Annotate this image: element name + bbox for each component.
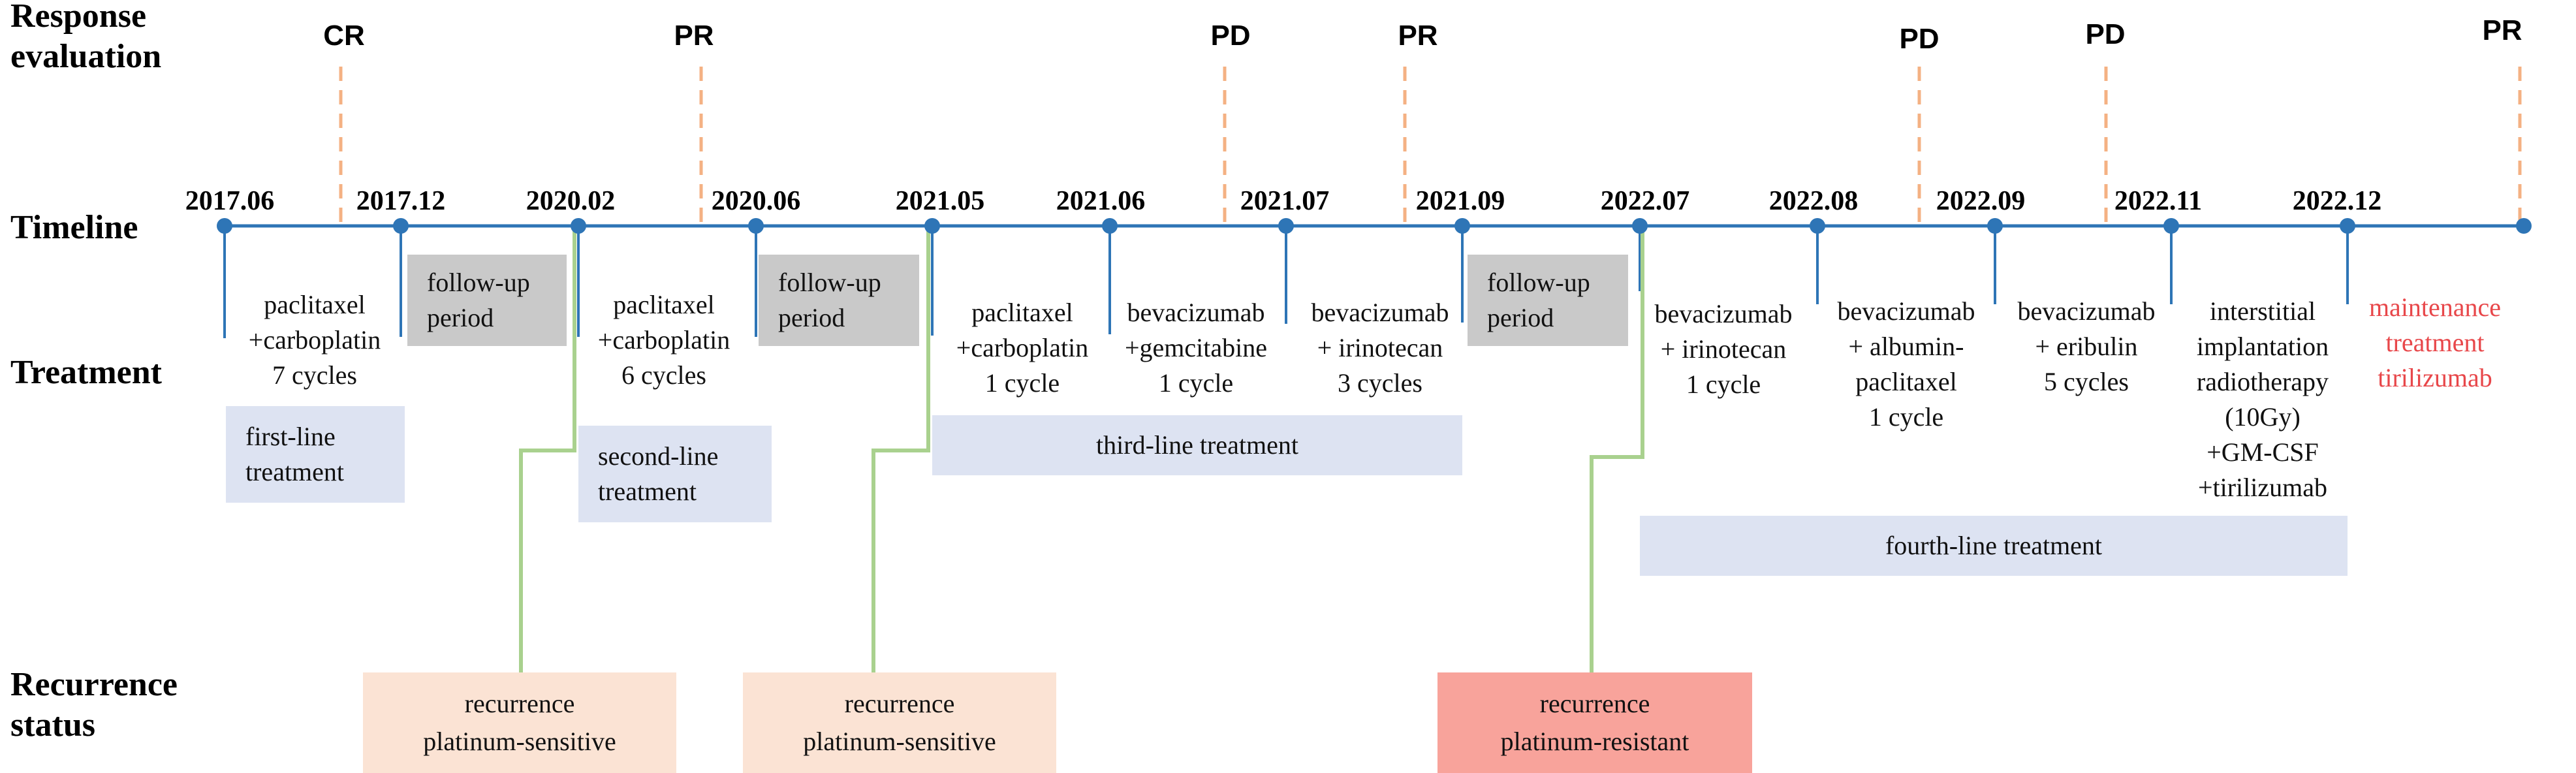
- response-pr: PR: [1398, 20, 1438, 52]
- date-label: 2021.07: [1240, 186, 1330, 216]
- row-label-treatment: Treatment: [10, 354, 162, 391]
- timeline-date-dot: [1454, 218, 1470, 234]
- treatment-text: bevacizumab + albumin- paclitaxel 1 cycl…: [1837, 296, 1975, 432]
- second-line-treatment-box: second-line treatment: [578, 426, 772, 522]
- treatment-text: paclitaxel +carboplatin 6 cycles: [597, 290, 730, 390]
- response-pr: PR: [2482, 14, 2522, 46]
- timeline-date-dot: [2340, 218, 2355, 234]
- recurrence-connector-line: [519, 226, 576, 672]
- date-label: 2021.05: [895, 186, 985, 216]
- recurrence-connector-line: [1590, 226, 1644, 672]
- follow-up-period-box: follow-up period: [1468, 255, 1628, 346]
- treatment-text: paclitaxel +carboplatin 1 cycle: [956, 298, 1089, 398]
- date-label: 2022.11: [2114, 186, 2203, 216]
- date-label: 2022.09: [1936, 186, 2026, 216]
- date-label: 2022.07: [1600, 186, 1690, 216]
- date-label: 2021.09: [1415, 186, 1505, 216]
- follow-up-period-box: follow-up period: [407, 255, 567, 346]
- timeline-date-dot: [2163, 218, 2179, 234]
- row-label-response-evaluation: Response evaluation: [10, 0, 162, 76]
- third-line-treatment-box: third-line treatment: [932, 415, 1462, 475]
- timeline-date-dot: [924, 218, 940, 234]
- timeline-date-dot: [1632, 218, 1648, 234]
- treatment-text: bevacizumab + irinotecan 1 cycle: [1654, 299, 1793, 399]
- date-label: 2022.08: [1768, 186, 1859, 216]
- recurrence-platinum-sensitive-box: recurrence platinum-sensitive: [743, 672, 1056, 773]
- date-label: 2020.02: [526, 186, 616, 216]
- first-line-treatment-box: first-line treatment: [226, 406, 405, 503]
- treatment-text: interstitial implantation radiotherapy (…: [2196, 296, 2329, 502]
- treatment-text: bevacizumab +gemcitabine 1 cycle: [1124, 298, 1268, 398]
- date-label: 2017.12: [356, 186, 446, 216]
- timeline-date-dot: [571, 218, 586, 234]
- response-cr: CR: [323, 20, 365, 52]
- date-label: 2020.06: [711, 186, 801, 216]
- response-pd: PD: [1899, 23, 1940, 55]
- timeline-date-dot: [1102, 218, 1118, 234]
- timeline-date-dot: [393, 218, 409, 234]
- follow-up-period-box: follow-up period: [759, 255, 919, 346]
- timeline-date-dot: [1278, 218, 1294, 234]
- date-label: 2021.06: [1056, 186, 1146, 216]
- timeline-date-dot: [748, 218, 764, 234]
- recurrence-connector-line: [872, 226, 930, 672]
- recurrence-platinum-resistant-box: recurrence platinum-resistant: [1437, 672, 1752, 773]
- response-pd: PD: [2085, 18, 2126, 50]
- response-pr: PR: [674, 20, 714, 52]
- timeline-date-dot: [2516, 218, 2532, 234]
- treatment-text: bevacizumab + eribulin 5 cycles: [2017, 296, 2156, 396]
- date-label: 2017.06: [185, 186, 275, 216]
- treatment-text: paclitaxel +carboplatin 7 cycles: [248, 290, 381, 390]
- maintenance-treatment-text: maintenance treatment tirilizumab: [2368, 292, 2502, 392]
- response-pd: PD: [1210, 20, 1251, 52]
- row-label-recurrence-status: Recurrence status: [10, 666, 178, 744]
- recurrence-platinum-sensitive-box: recurrence platinum-sensitive: [363, 672, 676, 773]
- timeline-date-dot: [217, 218, 232, 234]
- row-label-timeline: Timeline: [10, 209, 138, 246]
- timeline-date-dot: [1987, 218, 2003, 234]
- treatment-text: bevacizumab + irinotecan 3 cycles: [1311, 298, 1449, 398]
- fourth-line-treatment-box: fourth-line treatment: [1640, 516, 2348, 576]
- date-label: 2022.12: [2292, 186, 2382, 216]
- timeline-date-dot: [1810, 218, 1825, 234]
